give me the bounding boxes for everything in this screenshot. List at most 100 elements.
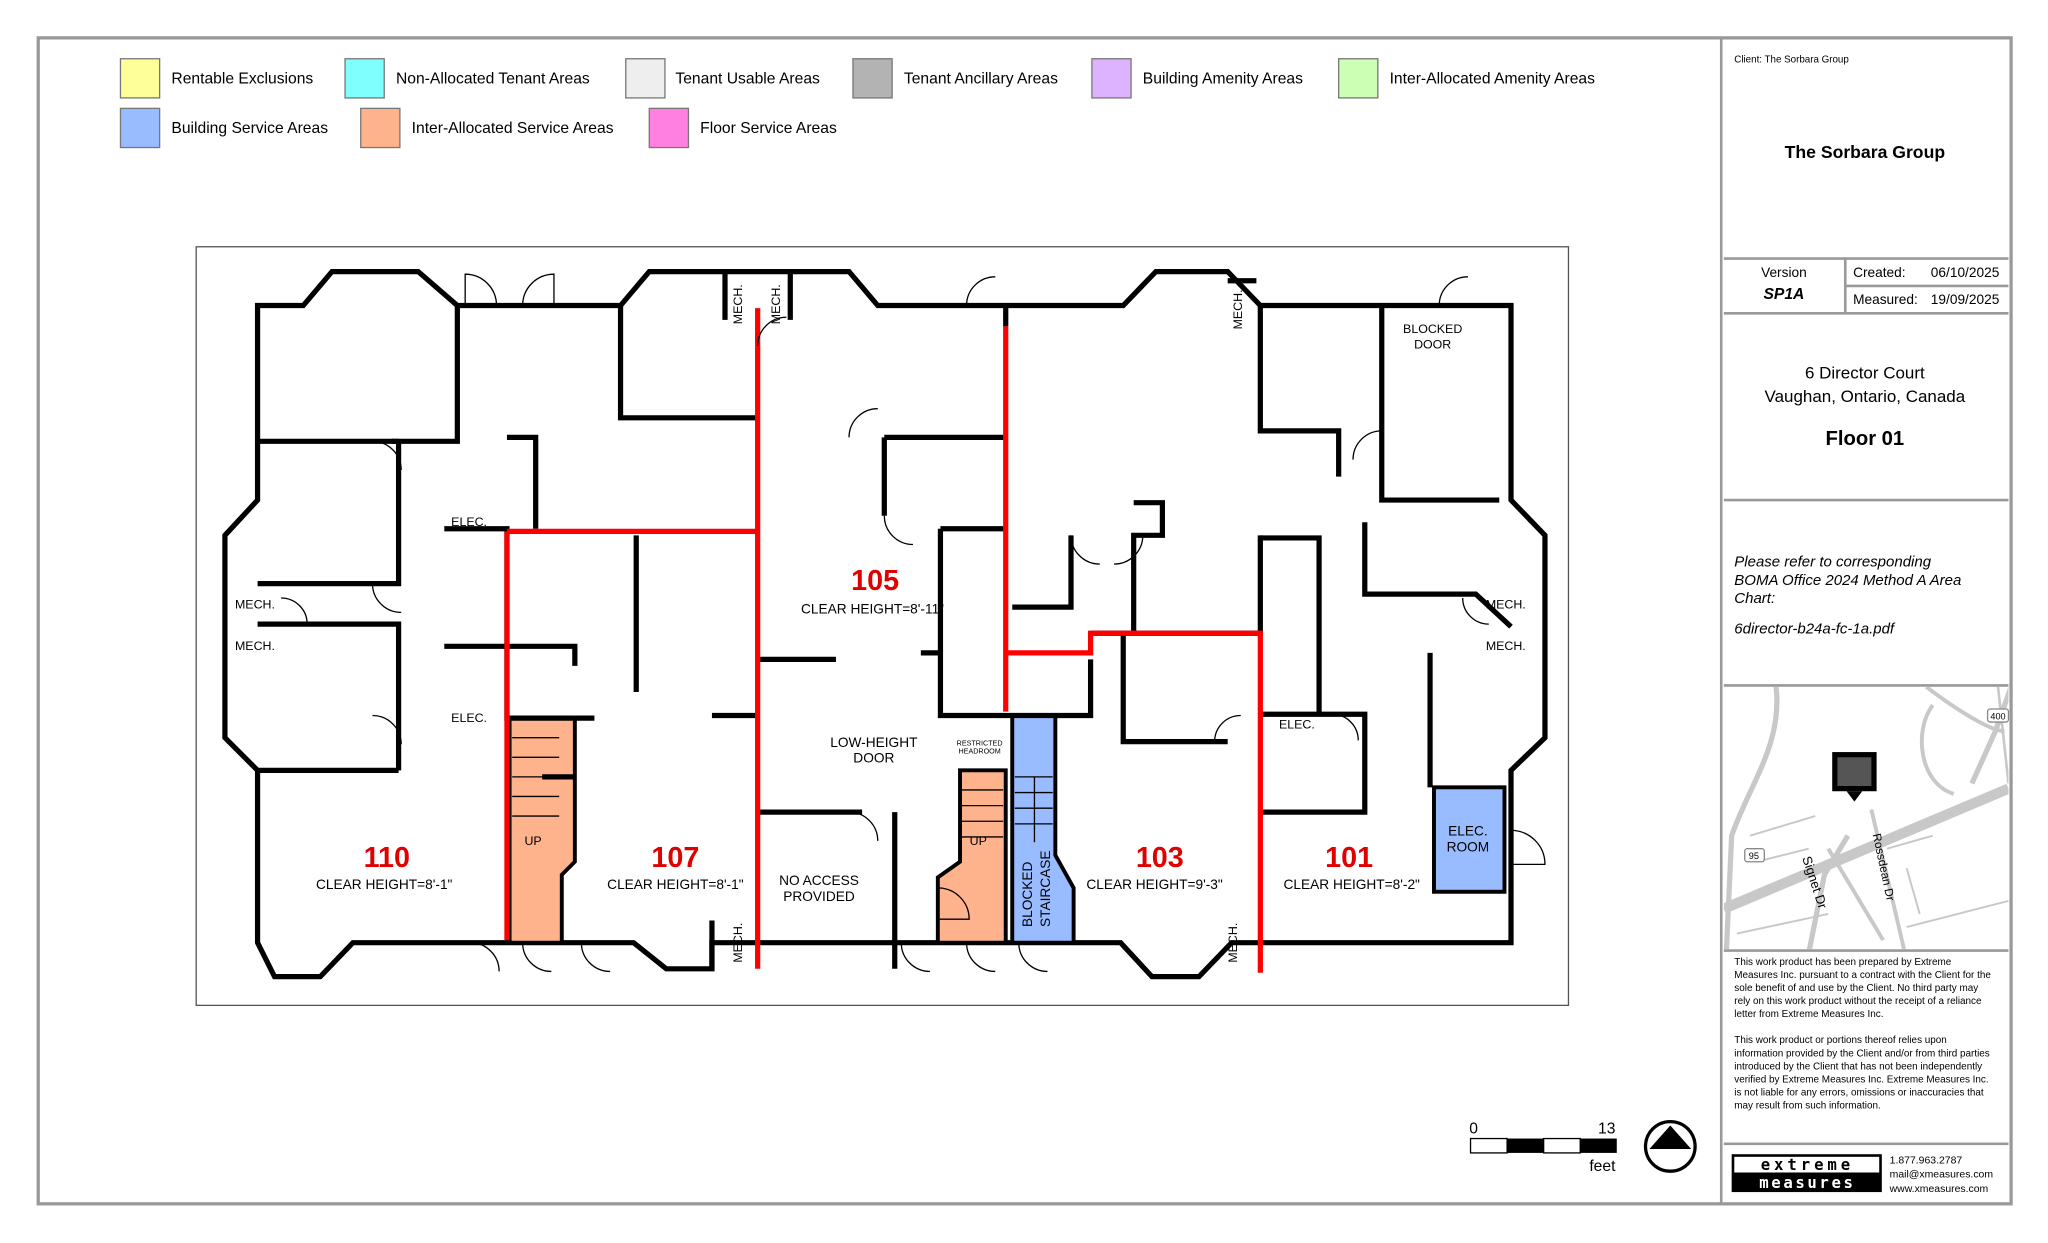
- label: feet: [1589, 1158, 1616, 1175]
- label: 95: [1749, 851, 1759, 861]
- label: ELEC.: [451, 711, 487, 725]
- label: STAIRCASE: [1038, 850, 1053, 927]
- elec-room: [1432, 785, 1507, 894]
- label: may result from such information.: [1734, 1101, 1880, 1112]
- legend-item: Building Service Areas: [119, 107, 328, 149]
- legend: Rentable Exclusions Non-Allocated Tenant…: [119, 58, 1596, 149]
- label: 110: [364, 842, 410, 874]
- label: RESTRICTED: [957, 740, 1003, 748]
- label: sole benefit of and use by the Client. N…: [1734, 983, 1978, 994]
- label: Vaughan, Ontario, Canada: [1765, 387, 1966, 406]
- legend-item: Non-Allocated Tenant Areas: [344, 58, 590, 99]
- location-marker-icon: [1832, 752, 1877, 802]
- label: PROVIDED: [783, 889, 855, 904]
- extreme-measures-logo: extreme measures: [1731, 1154, 1882, 1192]
- label: BLOCKED: [1403, 322, 1462, 336]
- label: 19/09/2025: [1931, 292, 2000, 307]
- label: BOMA Office 2024 Method A Area: [1734, 572, 1961, 589]
- label: This work product has been prepared by E…: [1734, 957, 1951, 968]
- label: 103: [1136, 842, 1184, 874]
- label: Building Service Areas: [171, 120, 328, 137]
- sheet-border: [36, 36, 2013, 1206]
- legend-item: Rentable Exclusions: [119, 58, 313, 99]
- label: MECH.: [1226, 923, 1240, 963]
- label: MECH.: [235, 639, 275, 653]
- legend-item: Building Amenity Areas: [1091, 58, 1303, 99]
- legend-item: Tenant Ancillary Areas: [852, 58, 1058, 99]
- label: 06/10/2025: [1931, 265, 2000, 280]
- label: 0: [1469, 1120, 1478, 1137]
- client-label: Client: The Sorbara Group: [1734, 55, 1849, 66]
- title-block: [1719, 37, 2009, 1204]
- label: Chart:: [1734, 590, 1775, 607]
- website-link[interactable]: www.xmeasures.com: [1889, 1184, 1989, 1195]
- label: DOOR: [853, 751, 894, 766]
- label: UP: [970, 834, 987, 848]
- label: Inter-Allocated Service Areas: [412, 120, 614, 137]
- label: ELEC.: [451, 515, 487, 529]
- floor-title: Floor 01: [1826, 428, 1905, 450]
- north-arrow-icon: [1643, 1119, 1697, 1173]
- label: is not liable for any errors, omissions …: [1734, 1087, 1984, 1098]
- label: CLEAR HEIGHT=8'-2": [1284, 877, 1421, 892]
- plan-frame: [195, 246, 1570, 1007]
- label: ELEC.: [1279, 718, 1315, 732]
- label: MECH.: [731, 284, 745, 324]
- label: 107: [651, 842, 699, 874]
- label: rely on this work product without the re…: [1734, 996, 1982, 1007]
- label: Measures Inc. pursuant to a contract wit…: [1734, 970, 1991, 981]
- label: NO ACCESS: [779, 873, 859, 888]
- legend-item: Inter-Allocated Service Areas: [360, 107, 614, 149]
- client-name: The Sorbara Group: [1785, 142, 1946, 162]
- label: 13: [1598, 1120, 1616, 1137]
- disclaimer: This work product has been prepared by E…: [1734, 957, 1991, 1112]
- label: Tenant Usable Areas: [675, 71, 820, 88]
- label: 6 Director Court: [1805, 364, 1925, 383]
- label: MECH.: [1231, 289, 1245, 329]
- label: MECH.: [1486, 639, 1526, 653]
- email-link[interactable]: mail@xmeasures.com: [1890, 1170, 1993, 1181]
- scale-bar: 0 13 feet: [1469, 1120, 1617, 1175]
- label: Rentable Exclusions: [171, 71, 313, 88]
- label: measures: [1759, 1173, 1855, 1192]
- area-chart-file: 6director-b24a-fc-1a.pdf: [1734, 620, 1896, 637]
- label: CLEAR HEIGHT=8'-1": [607, 877, 744, 892]
- label: ROOM: [1447, 839, 1490, 854]
- label: 400: [1990, 711, 2005, 721]
- doors: [281, 273, 1546, 973]
- label: Floor Service Areas: [700, 120, 837, 137]
- label: Inter-Allocated Amenity Areas: [1390, 71, 1596, 88]
- legend-item: Inter-Allocated Amenity Areas: [1338, 58, 1596, 99]
- label: 105: [851, 565, 899, 597]
- label: ELEC.: [1448, 824, 1488, 839]
- label: MECH.: [1486, 597, 1526, 611]
- label: Version: [1761, 265, 1807, 280]
- label: Please refer to corresponding: [1734, 554, 1931, 571]
- label: Measured:: [1853, 292, 1918, 307]
- label: Tenant Ancillary Areas: [904, 71, 1058, 88]
- label: HEADROOM: [958, 747, 1000, 755]
- label: extreme: [1761, 1155, 1854, 1174]
- label: introduced by the Client that has not be…: [1734, 1061, 1982, 1072]
- staircase-right: [935, 768, 1008, 945]
- label: UP: [524, 834, 541, 848]
- label: CLEAR HEIGHT=8'-11": [801, 602, 944, 617]
- label: Created:: [1853, 265, 1906, 280]
- label: BLOCKED: [1020, 861, 1035, 927]
- label: LOW-HEIGHT: [830, 735, 918, 750]
- version-value: SP1A: [1763, 286, 1804, 303]
- label: information provided by the Client and/o…: [1734, 1048, 1990, 1059]
- label: 101: [1325, 842, 1373, 874]
- legend-item: Floor Service Areas: [648, 107, 837, 149]
- label: CLEAR HEIGHT=9'-3": [1086, 877, 1223, 892]
- phone: 1.877.963.2787: [1890, 1155, 1963, 1166]
- plan-annotations: ELEC. ELEC. ELEC. MECH. MECH. MECH. MECH…: [235, 284, 1526, 962]
- label: MECH.: [235, 597, 275, 611]
- label: CLEAR HEIGHT=8'-1": [316, 877, 453, 892]
- label: verified by Extreme Measures Inc. Extrem…: [1734, 1074, 1988, 1085]
